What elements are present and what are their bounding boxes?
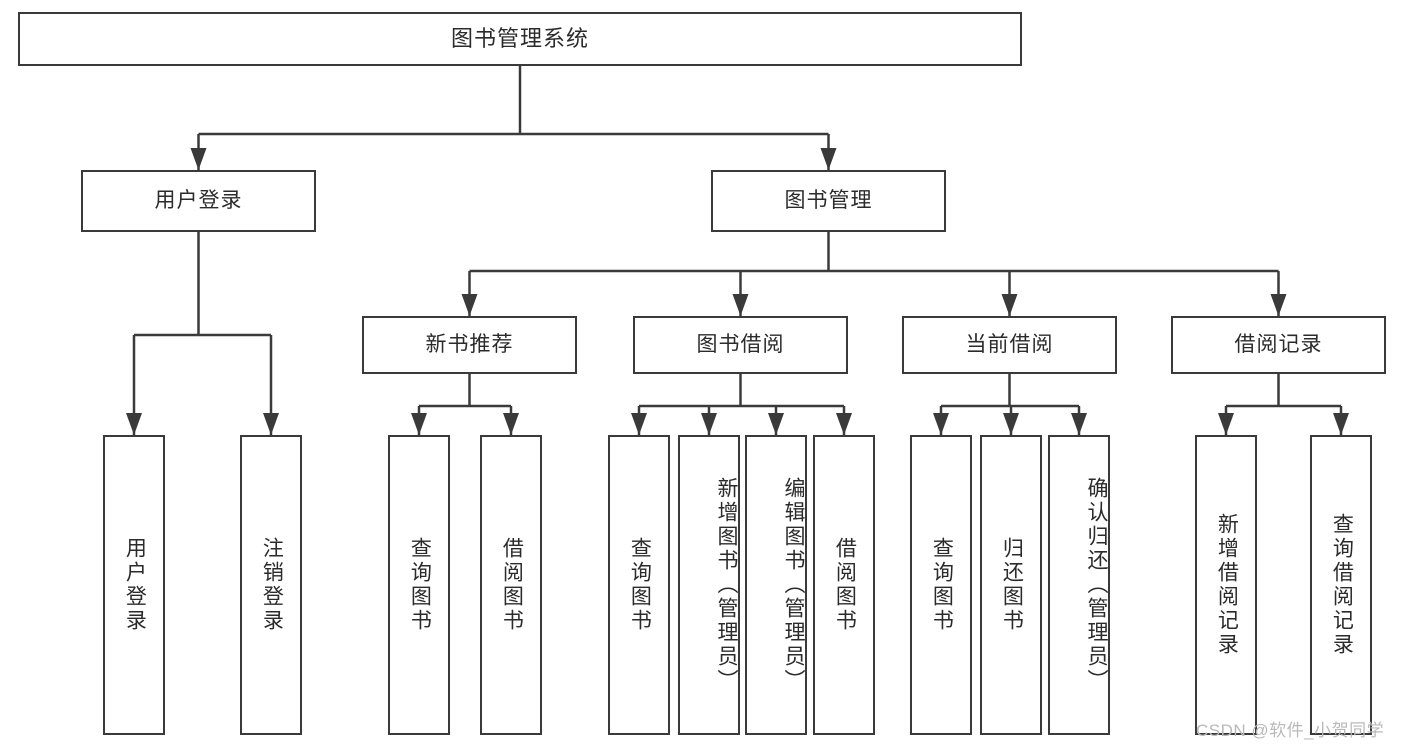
node-leaf-user-logout[interactable]: 注销登录 bbox=[240, 435, 302, 735]
arrow-head-icon bbox=[732, 294, 749, 316]
node-label: 图书借阅 bbox=[696, 333, 785, 357]
arrow-head-icon bbox=[503, 413, 519, 435]
node-book-manage[interactable]: 图书管理 bbox=[711, 170, 946, 232]
node-label: 借阅图书 bbox=[833, 537, 857, 633]
node-leaf-query-book-1[interactable]: 查询图书 bbox=[388, 435, 450, 735]
node-user-login[interactable]: 用户登录 bbox=[81, 170, 316, 232]
node-label: 查询借阅记录 bbox=[1330, 513, 1354, 657]
arrow-head-icon bbox=[1218, 413, 1234, 435]
node-leaf-edit-book[interactable]: 编辑图书（管理员） bbox=[745, 435, 807, 735]
node-label: 用户登录 bbox=[154, 189, 243, 213]
node-leaf-borrow-book-2[interactable]: 借阅图书 bbox=[813, 435, 875, 735]
node-label: 图书管理系统 bbox=[450, 25, 589, 51]
arrow-head-icon bbox=[1270, 294, 1287, 316]
node-label: 借阅记录 bbox=[1234, 333, 1323, 357]
node-borrow-record[interactable]: 借阅记录 bbox=[1171, 316, 1386, 374]
node-label: 归还图书 bbox=[1000, 537, 1024, 633]
arrow-head-icon bbox=[836, 413, 852, 435]
arrow-head-icon bbox=[701, 413, 717, 435]
node-label: 编辑图书（管理员） bbox=[782, 477, 805, 693]
arrow-head-icon bbox=[263, 413, 279, 435]
arrow-head-icon bbox=[461, 294, 478, 316]
node-leaf-add-record[interactable]: 新增借阅记录 bbox=[1195, 435, 1257, 735]
node-label: 借阅图书 bbox=[500, 537, 524, 633]
node-label: 新增借阅记录 bbox=[1215, 513, 1239, 657]
arrow-head-icon bbox=[768, 413, 784, 435]
node-label: 查询图书 bbox=[930, 537, 954, 633]
node-label: 新增图书（管理员） bbox=[715, 477, 738, 693]
node-root[interactable]: 图书管理系统 bbox=[18, 12, 1022, 66]
node-leaf-query-book-2[interactable]: 查询图书 bbox=[608, 435, 670, 735]
node-leaf-query-record[interactable]: 查询借阅记录 bbox=[1310, 435, 1372, 735]
arrow-head-icon bbox=[1003, 413, 1019, 435]
node-current-borrow[interactable]: 当前借阅 bbox=[902, 316, 1117, 374]
arrow-head-icon bbox=[1071, 413, 1087, 435]
node-label: 图书管理 bbox=[784, 189, 873, 213]
node-label: 新书推荐 bbox=[425, 333, 514, 357]
node-label: 查询图书 bbox=[408, 537, 432, 633]
arrow-head-icon bbox=[126, 413, 142, 435]
node-label: 确认归还（管理员） bbox=[1085, 477, 1108, 693]
node-leaf-add-book[interactable]: 新增图书（管理员） bbox=[678, 435, 740, 735]
node-leaf-query-book-3[interactable]: 查询图书 bbox=[910, 435, 972, 735]
node-label: 注销登录 bbox=[260, 537, 284, 633]
arrow-head-icon bbox=[1001, 294, 1018, 316]
node-label: 查询图书 bbox=[628, 537, 652, 633]
node-book-borrow[interactable]: 图书借阅 bbox=[633, 316, 848, 374]
csdn-watermark: CSDN @软件_小贺同学 bbox=[1196, 721, 1385, 740]
arrow-head-icon bbox=[190, 148, 207, 170]
node-leaf-return-book[interactable]: 归还图书 bbox=[980, 435, 1042, 735]
arrow-head-icon bbox=[1333, 413, 1349, 435]
node-label: 用户登录 bbox=[123, 537, 147, 633]
node-leaf-borrow-book-1[interactable]: 借阅图书 bbox=[480, 435, 542, 735]
node-new-book-rec[interactable]: 新书推荐 bbox=[362, 316, 577, 374]
node-leaf-confirm-return[interactable]: 确认归还（管理员） bbox=[1048, 435, 1110, 735]
arrow-head-icon bbox=[933, 413, 949, 435]
node-label: 当前借阅 bbox=[965, 333, 1054, 357]
arrow-head-icon bbox=[631, 413, 647, 435]
node-leaf-user-login[interactable]: 用户登录 bbox=[103, 435, 165, 735]
arrow-head-icon bbox=[411, 413, 427, 435]
arrow-head-icon bbox=[820, 148, 837, 170]
